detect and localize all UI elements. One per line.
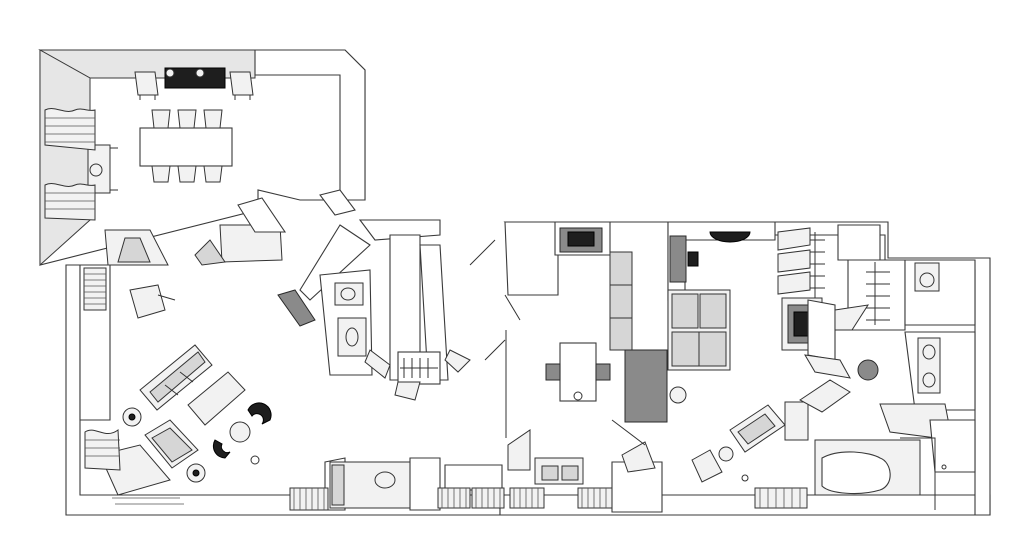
chair-icon bbox=[229, 71, 254, 100]
toilet-icon bbox=[914, 262, 940, 292]
kitchen bbox=[504, 221, 687, 446]
dining-table-icon bbox=[139, 127, 233, 167]
sink-icon bbox=[374, 471, 396, 489]
lamp-icon bbox=[250, 455, 260, 465]
plant-icon bbox=[669, 386, 687, 404]
plant-icon bbox=[857, 359, 879, 381]
curtain-icon bbox=[83, 267, 107, 311]
wardrobe-icon bbox=[777, 227, 825, 298]
sink-icon bbox=[917, 337, 941, 394]
sofa-icon bbox=[139, 344, 213, 411]
chair-icon bbox=[212, 402, 272, 459]
bottom-rooms bbox=[289, 429, 808, 513]
sofa-icon bbox=[534, 457, 584, 485]
toilet-icon bbox=[334, 282, 364, 306]
lamp-icon bbox=[718, 446, 734, 462]
oven-icon bbox=[559, 227, 603, 253]
chair-icon bbox=[545, 363, 611, 381]
chair-icon bbox=[87, 144, 118, 194]
chair-icon bbox=[729, 404, 786, 453]
bathroom-right bbox=[814, 224, 976, 510]
chair-icon bbox=[134, 71, 159, 100]
central-bath bbox=[299, 189, 521, 438]
tv-unit-icon bbox=[164, 67, 226, 89]
wardrobe-icon bbox=[397, 351, 441, 385]
bathtub-icon bbox=[814, 439, 921, 496]
curtain-icon bbox=[44, 108, 96, 221]
dining-room bbox=[38, 49, 366, 267]
bedroom-main bbox=[667, 221, 851, 483]
curtain-icon bbox=[84, 429, 121, 471]
chair-icon bbox=[129, 284, 176, 319]
coffee-table-icon bbox=[187, 371, 246, 426]
sink-icon bbox=[337, 317, 367, 357]
chair-icon bbox=[151, 109, 223, 183]
chair-icon bbox=[691, 449, 723, 483]
bed-icon bbox=[667, 289, 731, 371]
dining-table-icon bbox=[559, 342, 597, 402]
radiator-strip bbox=[289, 487, 808, 511]
sofa-icon bbox=[144, 419, 199, 469]
living-room bbox=[79, 197, 316, 505]
desk-icon bbox=[669, 235, 699, 283]
